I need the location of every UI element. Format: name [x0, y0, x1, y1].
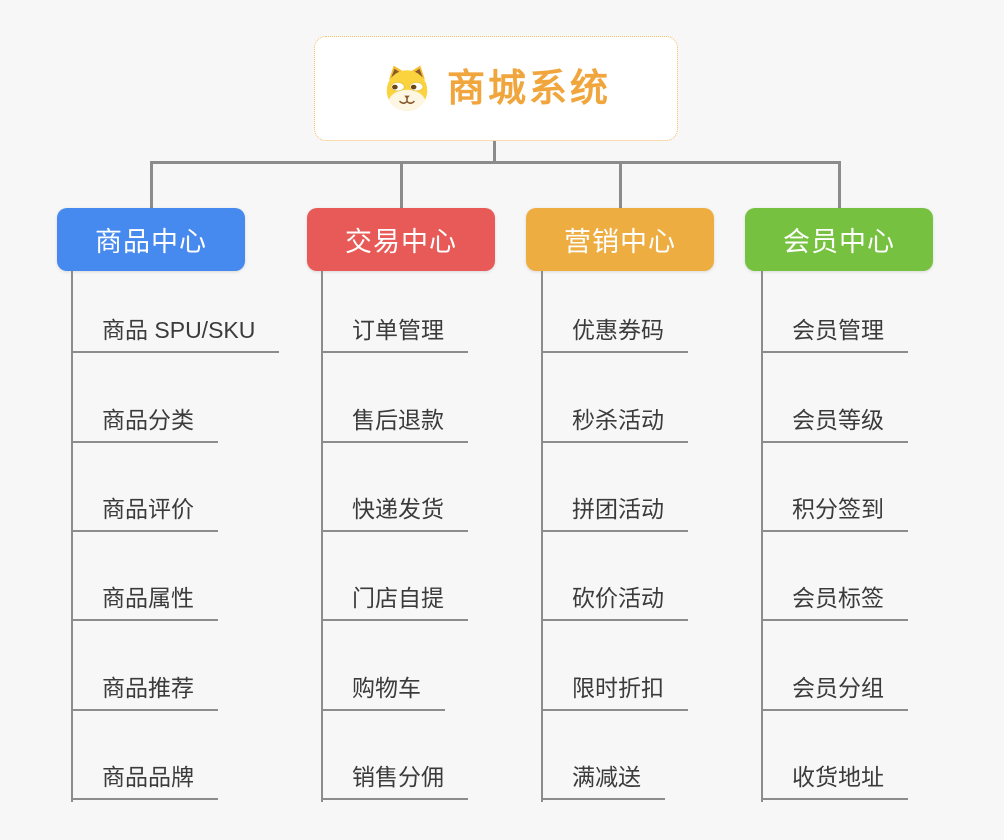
- item-node[interactable]: 会员管理: [761, 317, 908, 353]
- item-node[interactable]: 售后退款: [321, 407, 468, 443]
- connector-drop-trade: [399, 161, 403, 209]
- connector-spine-product: [71, 271, 73, 802]
- item-node[interactable]: 快递发货: [321, 496, 468, 532]
- connector-drop-marketing: [618, 161, 622, 209]
- dog-face-icon: [381, 64, 433, 114]
- item-node[interactable]: 拼团活动: [541, 496, 688, 532]
- branch-node-marketing-center[interactable]: 营销中心: [526, 208, 714, 271]
- item-node[interactable]: 销售分佣: [321, 764, 468, 800]
- item-node[interactable]: 商品品牌: [71, 764, 218, 800]
- connector-spine-member: [761, 271, 763, 802]
- connector-drop-member: [837, 161, 841, 209]
- item-node[interactable]: 商品推荐: [71, 675, 218, 711]
- root-node[interactable]: 商城系统: [314, 36, 678, 141]
- item-node[interactable]: 优惠券码: [541, 317, 688, 353]
- item-node[interactable]: 限时折扣: [541, 675, 688, 711]
- item-node[interactable]: 订单管理: [321, 317, 468, 353]
- item-node[interactable]: 砍价活动: [541, 585, 688, 621]
- branch-node-trade-center[interactable]: 交易中心: [307, 208, 495, 271]
- item-node[interactable]: 秒杀活动: [541, 407, 688, 443]
- item-node[interactable]: 会员等级: [761, 407, 908, 443]
- item-node[interactable]: 商品分类: [71, 407, 218, 443]
- item-node[interactable]: 门店自提: [321, 585, 468, 621]
- item-node[interactable]: 积分签到: [761, 496, 908, 532]
- item-node[interactable]: 购物车: [321, 675, 445, 711]
- connector-drop-product: [149, 161, 153, 209]
- root-title: 商城系统: [446, 67, 611, 110]
- item-node[interactable]: 商品 SPU/SKU: [71, 317, 280, 353]
- item-node[interactable]: 商品属性: [71, 585, 218, 621]
- connector-spine-marketing: [541, 271, 543, 802]
- connector-spine-trade: [321, 271, 323, 802]
- item-node[interactable]: 满减送: [541, 764, 665, 800]
- branch-node-product-center[interactable]: 商品中心: [57, 208, 245, 271]
- item-node[interactable]: 商品评价: [71, 496, 218, 532]
- item-node[interactable]: 会员分组: [761, 675, 908, 711]
- connector-root-stem: [492, 141, 496, 162]
- connector-horizontal-bar: [149, 161, 841, 164]
- item-node[interactable]: 会员标签: [761, 585, 908, 621]
- branch-node-member-center[interactable]: 会员中心: [745, 208, 933, 271]
- item-node[interactable]: 收货地址: [761, 764, 908, 800]
